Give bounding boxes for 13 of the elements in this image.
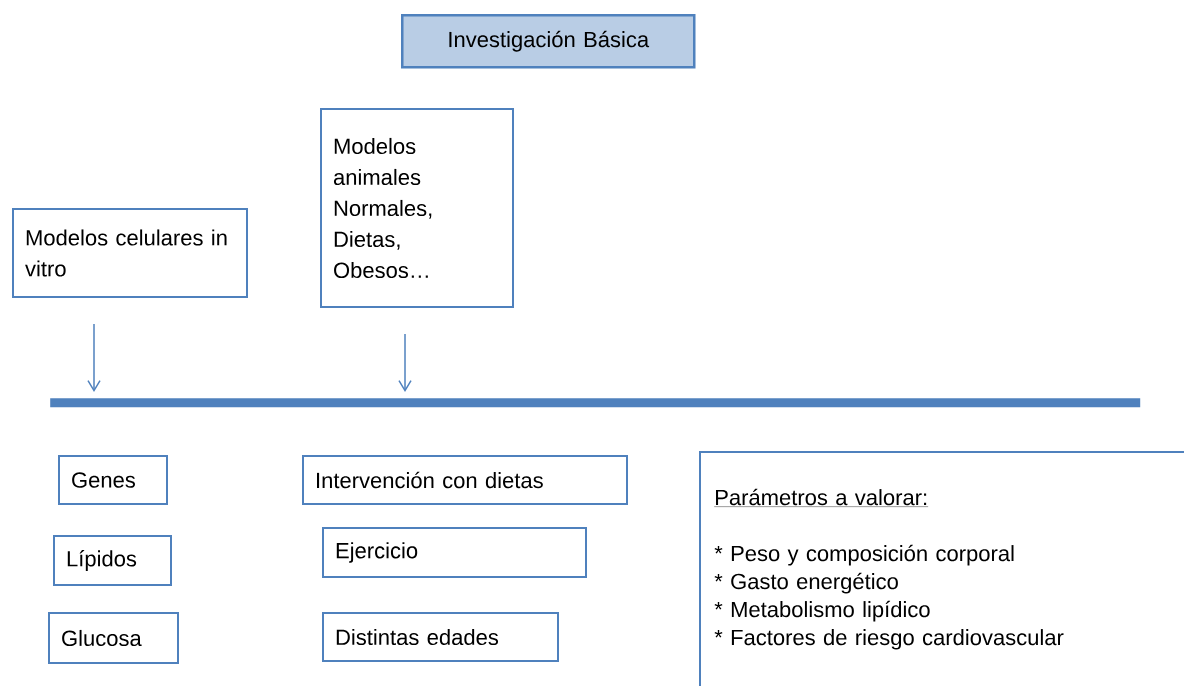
- text-box: Modelos celulares in vitro: [12, 208, 248, 298]
- parameter-box: Parámetros a valorar: * Peso y composición corporal * Gasto energético * Metabolismo lipídico * Factores de riesgo cardiovascular: [699, 451, 1184, 686]
- text-box: Distintas edades: [322, 612, 559, 662]
- arrow: [398, 333, 412, 392]
- text-box: Lípidos: [53, 535, 172, 586]
- text-box: Modelos animales Normales, Dietas, Obesos…: [320, 108, 514, 308]
- text-box: Intervención con dietas: [302, 455, 628, 505]
- text-box: Ejercicio: [322, 527, 587, 578]
- text-box: Genes: [58, 455, 168, 505]
- text-box: Glucosa: [48, 612, 179, 664]
- arrow: [87, 323, 101, 392]
- title-box: Investigación Básica: [401, 14, 696, 69]
- horizontal-bar: [50, 398, 1141, 408]
